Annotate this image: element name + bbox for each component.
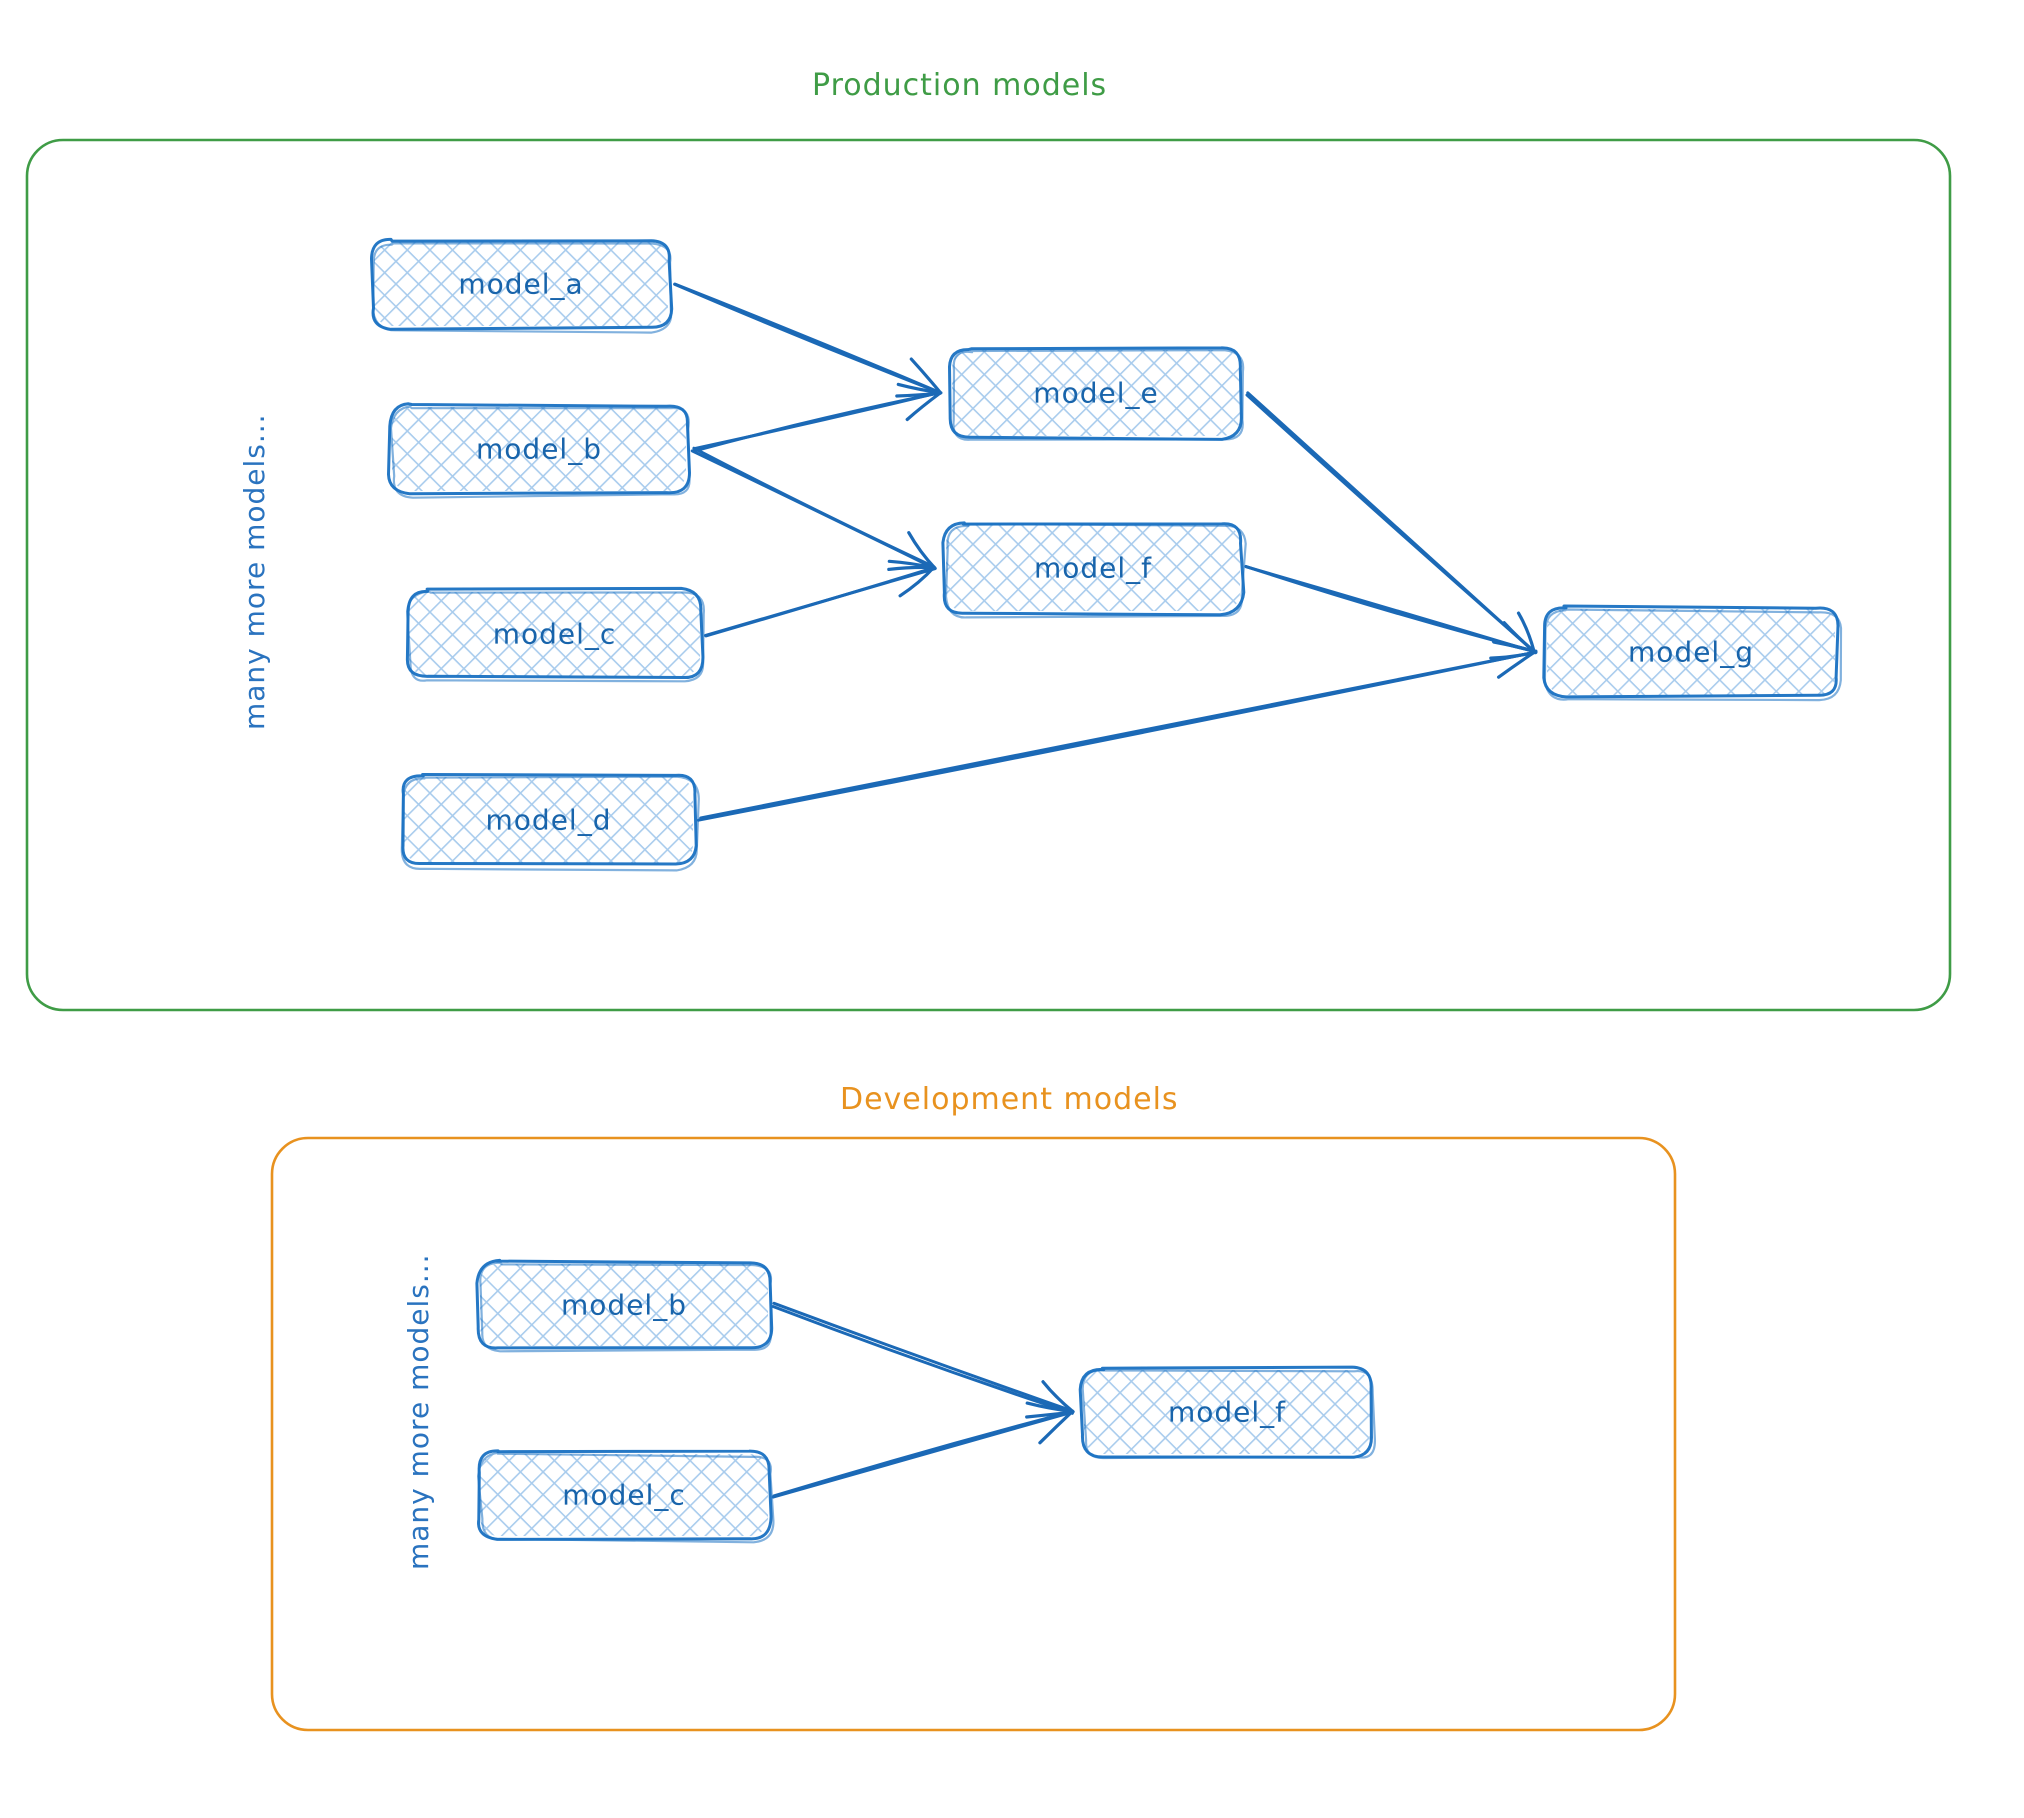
node-prod-model-a[interactable] bbox=[370, 237, 674, 334]
node-dev-model-f[interactable] bbox=[1078, 1365, 1377, 1460]
node-dev-model-c[interactable] bbox=[477, 1449, 775, 1544]
group-title-development: Development models bbox=[840, 1082, 1179, 1117]
edge-prod-model-a-to-prod-model-e bbox=[673, 282, 942, 398]
edge-prod-model-e-to-prod-model-g bbox=[1245, 391, 1537, 654]
edge-dev-model-c-to-dev-model-f bbox=[771, 1401, 1075, 1499]
node-prod-model-d[interactable] bbox=[400, 773, 700, 872]
node-prod-model-b[interactable] bbox=[387, 402, 691, 499]
node-prod-model-c[interactable] bbox=[405, 586, 705, 683]
node-dev-model-b[interactable] bbox=[475, 1258, 774, 1353]
group-border-development bbox=[270, 1136, 1677, 1732]
edge-prod-model-c-to-prod-model-f bbox=[704, 559, 937, 638]
group-title-production: Production models bbox=[812, 68, 1108, 103]
node-prod-model-e[interactable] bbox=[948, 346, 1245, 441]
edge-prod-model-d-to-prod-model-g bbox=[696, 640, 1538, 822]
side-label-production: many more models... bbox=[238, 413, 271, 730]
node-prod-model-g[interactable] bbox=[1542, 604, 1843, 702]
side-label-development: many more models... bbox=[402, 1253, 435, 1570]
edge-prod-model-b-to-prod-model-e bbox=[692, 382, 943, 453]
edge-dev-model-b-to-dev-model-f bbox=[771, 1301, 1075, 1419]
edge-prod-model-b-to-prod-model-f bbox=[690, 446, 937, 571]
node-prod-model-f[interactable] bbox=[941, 521, 1247, 619]
group-border-production bbox=[25, 138, 1952, 1012]
